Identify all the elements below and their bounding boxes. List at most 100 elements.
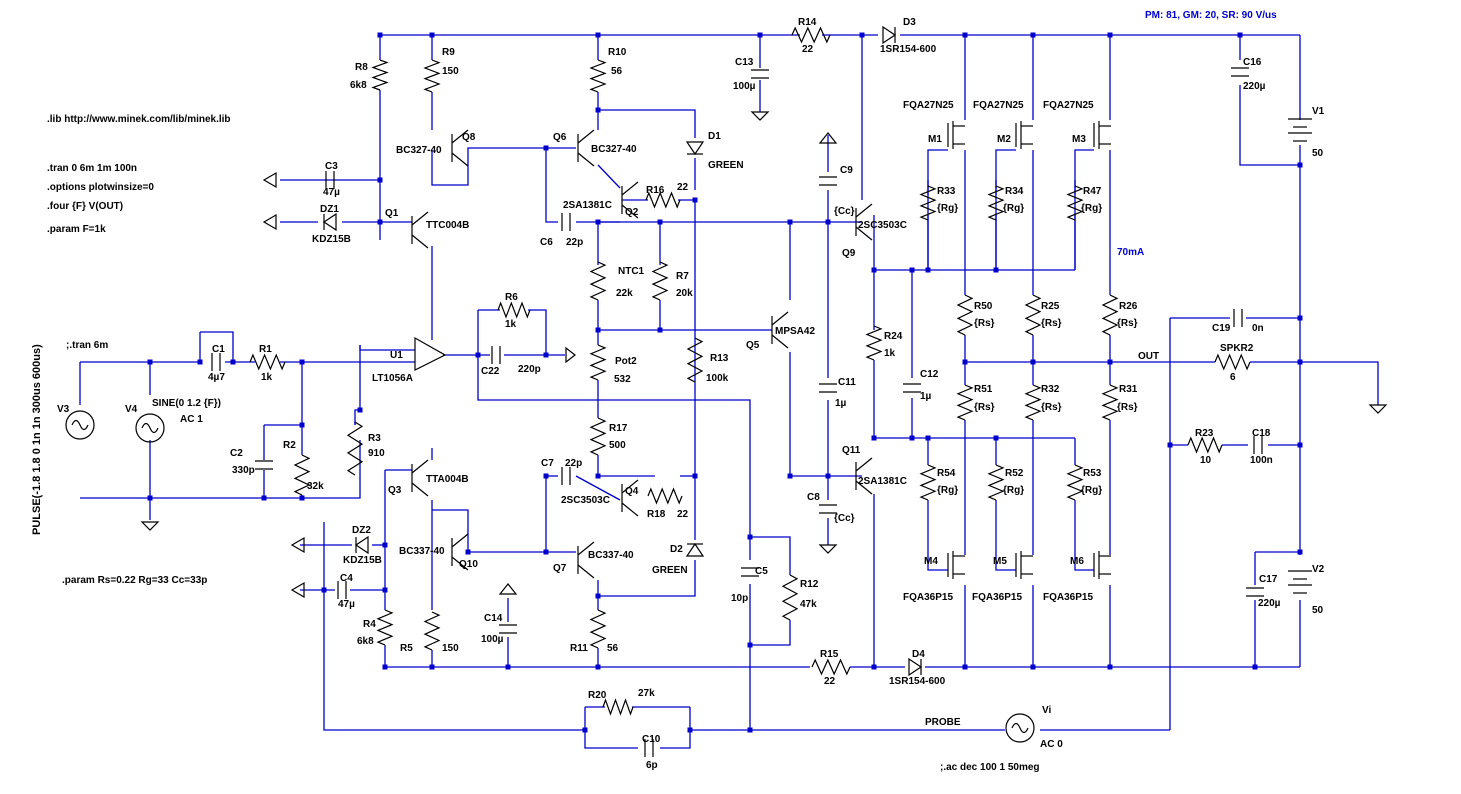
label-r25v: {Rs} xyxy=(1041,318,1062,329)
label-ntc1v: 22k xyxy=(616,288,633,299)
label-r5v: 150 xyxy=(442,643,459,654)
label-c2v: 330p xyxy=(232,465,255,476)
wire xyxy=(995,500,1016,571)
wire xyxy=(477,355,751,560)
r18-resistor xyxy=(647,487,683,505)
q8-transistor xyxy=(451,152,469,167)
label-dz1: DZ1 xyxy=(320,204,339,215)
label-spkr2: SPKR2 xyxy=(1220,343,1254,354)
junction-dot xyxy=(787,473,793,479)
label-u1m: LT1056A xyxy=(372,373,413,384)
r4-resistor xyxy=(376,609,394,646)
q5-transistor xyxy=(771,311,789,326)
label-q6: Q6 xyxy=(553,132,567,143)
label-q10m: BC337-40 xyxy=(399,546,445,557)
junction-dot xyxy=(747,642,753,648)
v4-value-ac: AC 1 xyxy=(180,414,203,425)
junction-dot xyxy=(871,267,877,273)
v4-source xyxy=(135,413,165,443)
v3-source xyxy=(71,419,89,431)
junction-dot xyxy=(825,473,831,479)
label-q2m: 2SA1381C xyxy=(563,200,612,211)
q10-transistor xyxy=(451,556,469,571)
directive-tran-comment: ;.tran 6m xyxy=(66,340,108,351)
directive-ac-comment: ;.ac dec 100 1 50meg xyxy=(940,762,1040,773)
q6-transistor xyxy=(577,152,595,167)
r33-resistor xyxy=(919,185,937,221)
r53-resistor xyxy=(1066,464,1084,501)
label-q5m: MPSA42 xyxy=(775,326,815,337)
junction-dot xyxy=(1237,32,1243,38)
label-r4v: 6k8 xyxy=(357,636,374,647)
label-r16: R16 xyxy=(646,185,665,196)
u1-opamp xyxy=(414,336,447,371)
label-r6v: 1k xyxy=(505,319,517,330)
wire xyxy=(750,536,791,575)
junction-dot xyxy=(1297,442,1303,448)
junction-dot xyxy=(962,32,968,38)
junction-dot xyxy=(962,664,968,670)
r10-resistor xyxy=(589,59,607,93)
label-pot2v: 532 xyxy=(614,374,631,385)
junction-dot xyxy=(543,549,549,555)
label-q5: Q5 xyxy=(746,340,760,351)
junction-dot xyxy=(543,145,549,151)
directive-four: .four {F} V(OUT) xyxy=(47,201,123,212)
label-r18v: 22 xyxy=(677,509,689,520)
d4-diode xyxy=(908,657,923,677)
label-pot2: Pot2 xyxy=(615,356,637,367)
junction-dot xyxy=(909,435,915,441)
header-info: PM: 81, GM: 20, SR: 90 V/us xyxy=(1145,10,1277,21)
label-r3v: 910 xyxy=(368,448,385,459)
supply-arrow xyxy=(818,132,838,144)
label-r13: R13 xyxy=(710,353,729,364)
junction-dot xyxy=(595,107,601,113)
label-r15: R15 xyxy=(820,649,839,660)
junction-dot xyxy=(1167,442,1173,448)
junction-dot xyxy=(1030,32,1036,38)
junction-dot xyxy=(787,219,793,225)
label-c13: C13 xyxy=(735,57,754,68)
wire xyxy=(359,345,415,351)
r25-resistor xyxy=(1024,294,1042,336)
label-c9v: {Cc} xyxy=(834,206,855,217)
label-c1: C1 xyxy=(212,344,225,355)
label-r1v: 1k xyxy=(261,372,273,383)
label-r25: R25 xyxy=(1041,301,1060,312)
junction-dot xyxy=(382,542,388,548)
label-c3v: 47µ xyxy=(323,187,340,198)
junction-dot xyxy=(543,473,549,479)
label-c4v: 47µ xyxy=(338,599,355,610)
junction-dot xyxy=(1030,664,1036,670)
d1-diode xyxy=(685,141,705,156)
junction-dot xyxy=(505,664,511,670)
wire xyxy=(200,331,234,362)
label-r8: R8 xyxy=(355,62,368,73)
r14-resistor xyxy=(791,26,831,44)
r20-resistor xyxy=(602,698,634,716)
label-d4: D4 xyxy=(912,649,925,660)
wire xyxy=(598,560,696,597)
q7-transistor xyxy=(577,564,595,579)
label-q8: Q8 xyxy=(462,132,476,143)
label-q7m: BC337-40 xyxy=(588,550,634,561)
d2-diode xyxy=(685,542,705,557)
vi-source xyxy=(1011,722,1029,734)
label-dz2v: KDZ15B xyxy=(343,555,382,566)
r23-resistor xyxy=(1187,436,1223,454)
q3-transistor xyxy=(411,482,429,497)
junction-dot xyxy=(357,407,363,413)
label-r53: R53 xyxy=(1083,468,1102,479)
wire xyxy=(660,707,691,749)
label-c12v: 1µ xyxy=(920,391,932,402)
label-m5: M5 xyxy=(993,556,1007,567)
wire xyxy=(528,309,547,355)
label-c10: C10 xyxy=(642,734,661,745)
label-q3m: TTA004B xyxy=(426,474,469,485)
directive-param-f: .param F=1k xyxy=(47,224,106,235)
label-c16: C16 xyxy=(1243,57,1262,68)
label-d4v: 1SR154-600 xyxy=(889,676,946,687)
label-c16v: 220µ xyxy=(1243,81,1266,92)
label-m3m: FQA27N25 xyxy=(1043,100,1094,111)
label-r47: R47 xyxy=(1083,186,1102,197)
